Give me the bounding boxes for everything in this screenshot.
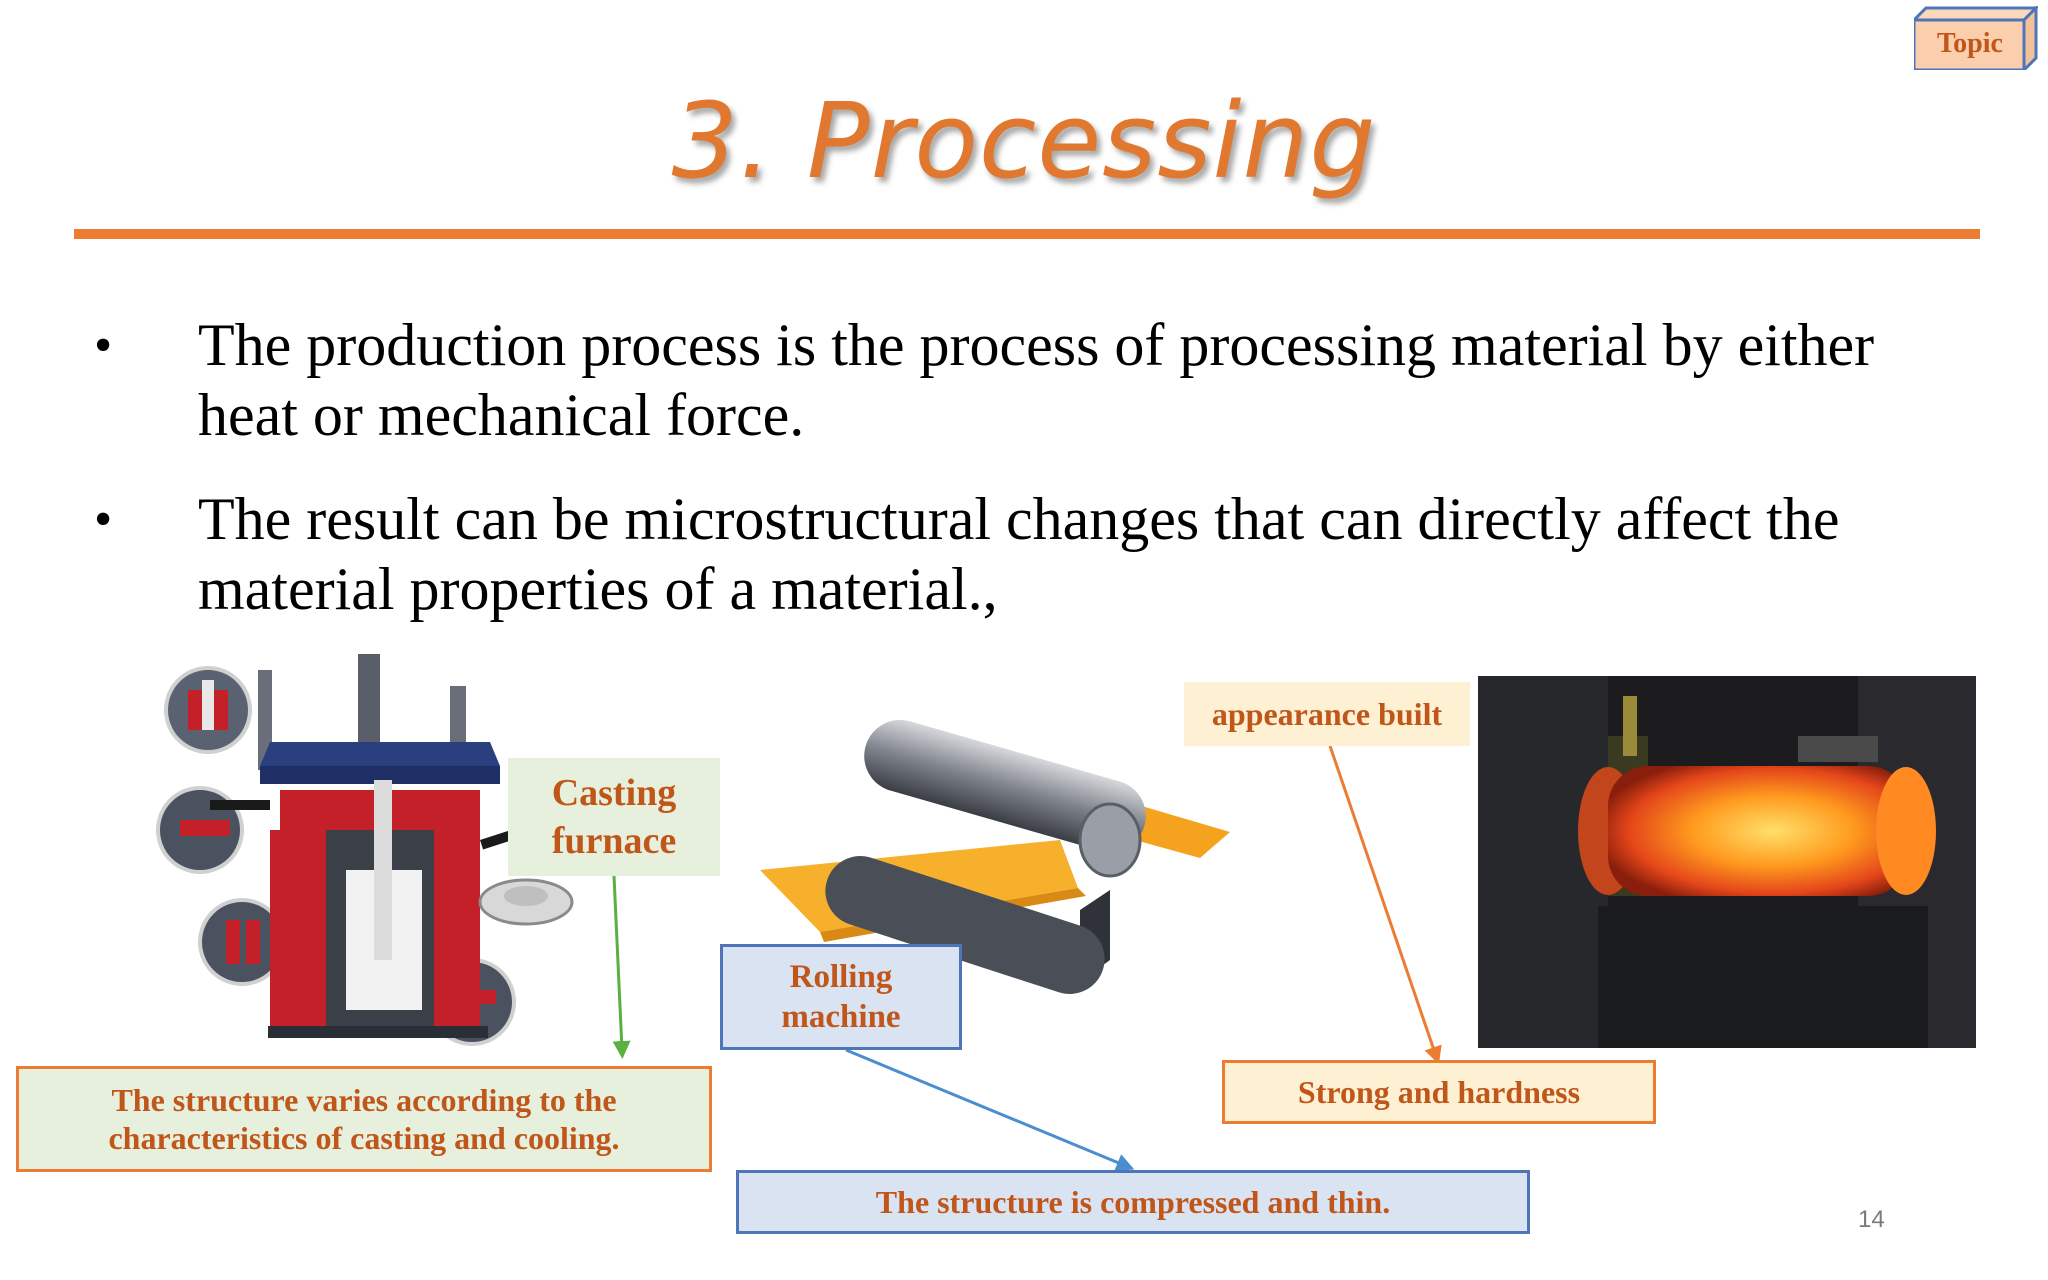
page-title: 3. Processing [671, 80, 1377, 202]
rolling-arrow [845, 1048, 1135, 1171]
rolling-machine-image [760, 720, 1230, 994]
topic-badge[interactable]: Topic [1914, 6, 2038, 70]
bullet-1: The production process is the process of… [198, 310, 1978, 450]
rolling-machine-label: Rolling machine [720, 944, 962, 1050]
topic-badge-label: Topic [1937, 28, 2003, 59]
rolling-label-line-2: machine [781, 999, 901, 1035]
casting-furnace-label: Casting furnace [508, 758, 720, 876]
hot-forging-photo [1478, 676, 1976, 1048]
appearance-arrow [1328, 745, 1442, 1065]
casting-furnace-image [156, 654, 574, 1046]
appearance-label: appearance built [1184, 682, 1470, 746]
casting-label-line-2: furnace [551, 820, 677, 862]
casting-desc-line-1: The structure varies according to the [111, 1082, 617, 1118]
casting-description-box: The structure varies according to the ch… [16, 1066, 712, 1172]
bullet-marker-2: • [94, 491, 113, 548]
rolling-description-box: The structure is compressed and thin. [736, 1170, 1530, 1234]
bullet-1-line-1: The production process is the process of… [198, 312, 1875, 378]
title-underline [74, 229, 1980, 239]
strength-description-box: Strong and hardness [1222, 1060, 1656, 1124]
bullet-2-line-2: material properties of a material., [198, 556, 998, 622]
bullet-marker-1: • [94, 317, 113, 374]
bullet-2: The result can be microstructural change… [198, 484, 1978, 624]
bullet-2-line-1: The result can be microstructural change… [198, 486, 1840, 552]
casting-desc-line-2: characteristics of casting and cooling. [108, 1120, 620, 1156]
casting-label-line-1: Casting [551, 772, 677, 814]
rolling-label-line-1: Rolling [789, 959, 893, 995]
bullet-1-line-2: heat or mechanical force. [198, 382, 805, 448]
casting-arrow [612, 875, 631, 1059]
topic-badge-shape [1914, 6, 2038, 70]
page-number: 14 [1858, 1206, 1885, 1233]
